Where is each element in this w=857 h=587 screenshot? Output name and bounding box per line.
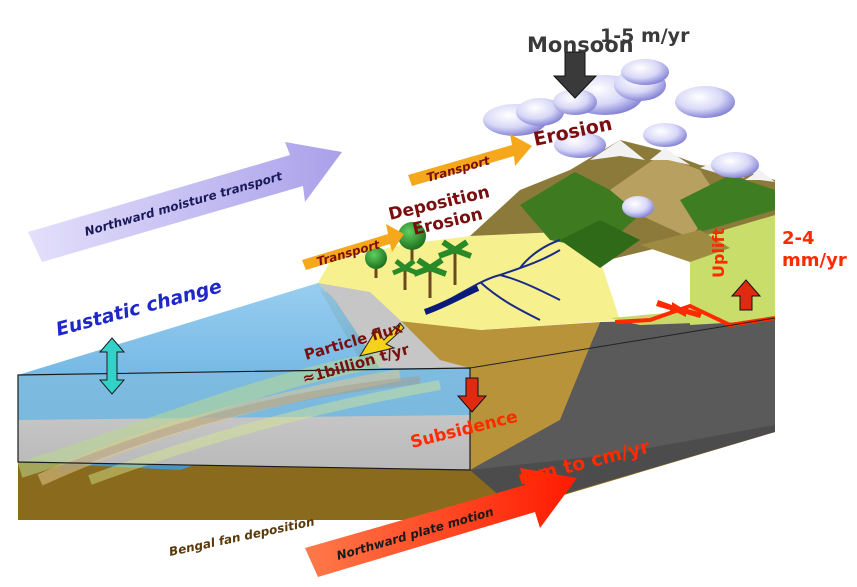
monsoon-arrow xyxy=(552,51,598,99)
uplift-label: Uplift xyxy=(709,228,728,278)
bengal-fan-label: Bengal fan deposition xyxy=(168,514,316,559)
uplift-rate-label-2: mm/yr xyxy=(782,250,847,271)
fault-slip-arrows xyxy=(656,300,702,318)
northward-moisture-arrow xyxy=(28,142,342,262)
subsidence-arrow xyxy=(456,377,488,413)
cloud xyxy=(554,132,606,158)
continental-shelf xyxy=(318,283,470,368)
uplift-rate-label-1: 2-4 xyxy=(782,228,815,249)
crust-deep xyxy=(470,318,775,470)
block-outline xyxy=(17,367,471,471)
edge-line xyxy=(469,317,776,369)
cloud xyxy=(483,98,564,136)
transport-arrow-left xyxy=(302,224,404,270)
eustatic-double-arrow xyxy=(98,337,126,395)
alluvial-plain xyxy=(315,232,620,330)
rainfall-rate-label: 1-5 m/yr xyxy=(600,25,690,47)
fan-streak-3 xyxy=(58,376,421,474)
uplift-arrow xyxy=(730,279,762,311)
fan-streak-2 xyxy=(37,369,402,486)
block-body xyxy=(17,210,776,520)
transport-top-label: Transport xyxy=(425,153,493,185)
particle-flux-arrow xyxy=(358,322,405,357)
cloud xyxy=(643,123,687,147)
vegetation xyxy=(365,222,473,298)
northward-moisture-label: Northward moisture transport xyxy=(83,169,285,239)
sediment-front xyxy=(18,425,775,520)
cloud xyxy=(711,152,759,178)
northward-plate-motion-arrow xyxy=(305,468,577,577)
cloud xyxy=(675,86,735,118)
cloud xyxy=(622,196,654,218)
transport-arrow-top xyxy=(408,134,532,186)
himalaya-mountains xyxy=(424,140,775,321)
cloud xyxy=(621,59,669,85)
monsoon-label: Monsoon xyxy=(527,33,634,57)
river-network xyxy=(429,239,561,321)
main-river xyxy=(424,285,480,315)
